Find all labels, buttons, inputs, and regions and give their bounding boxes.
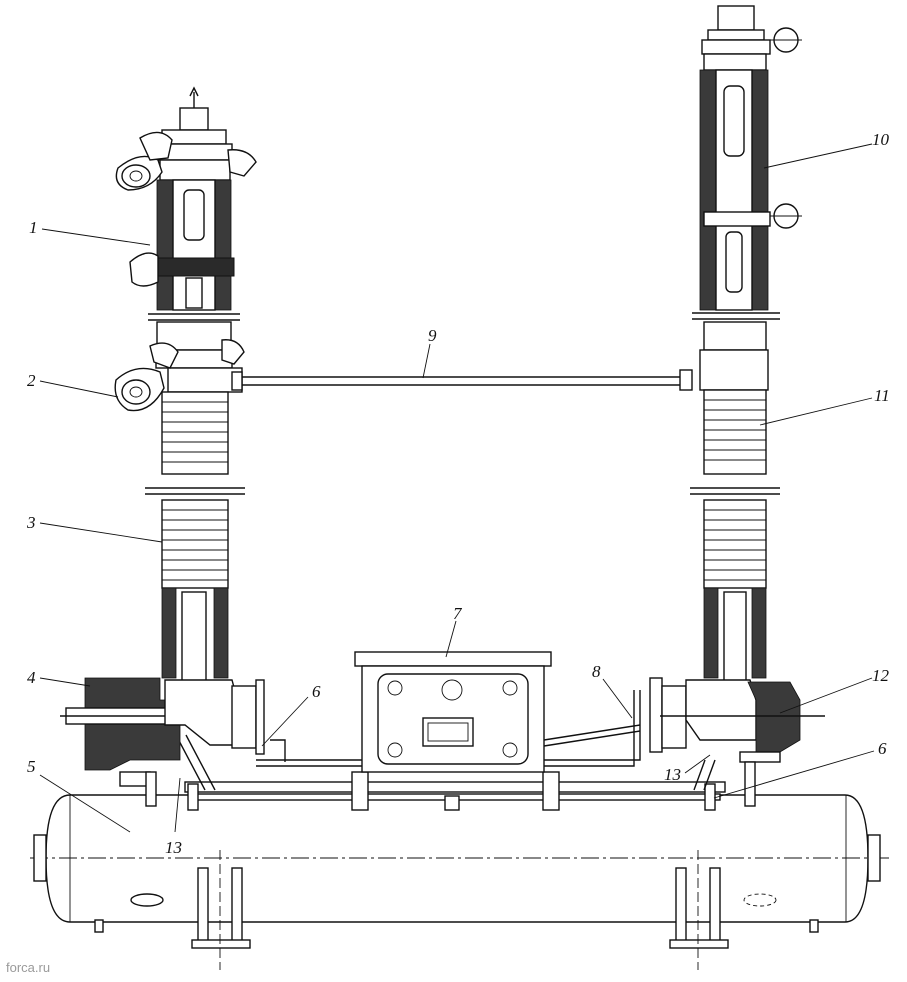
callout-13-right: 13	[664, 765, 681, 784]
callout-12: 12	[872, 666, 890, 685]
watermark: forca.ru	[6, 960, 50, 975]
callout-5: 5	[27, 757, 36, 776]
callout-8: 8	[592, 662, 601, 681]
callout-7: 7	[453, 604, 463, 623]
left-upper-insulator	[161, 391, 229, 475]
leader-lines	[39, 143, 875, 833]
callout-6-left: 6	[312, 682, 321, 701]
connecting-rod	[231, 369, 693, 391]
callout-10: 10	[872, 130, 890, 149]
callout-3: 3	[26, 513, 36, 532]
right-pole-column	[649, 5, 825, 807]
callout-labels: 1 2 3 4 5 6 6 7 8 9 10 11 12 13 13	[26, 130, 890, 857]
callout-6-right: 6	[878, 739, 887, 758]
left-pole-column	[60, 86, 265, 807]
left-shunt-capacitors	[114, 131, 257, 412]
callout-9: 9	[428, 326, 437, 345]
callout-11: 11	[874, 386, 890, 405]
control-cabinet	[354, 651, 641, 773]
callout-2: 2	[27, 371, 36, 390]
right-lower-insulator	[703, 499, 767, 589]
right-upper-insulator	[703, 389, 767, 475]
air-receiver-tank	[30, 794, 890, 970]
callout-1: 1	[29, 218, 38, 237]
callout-4: 4	[27, 668, 36, 687]
left-lower-insulator	[161, 499, 229, 589]
callout-13-left: 13	[165, 838, 182, 857]
